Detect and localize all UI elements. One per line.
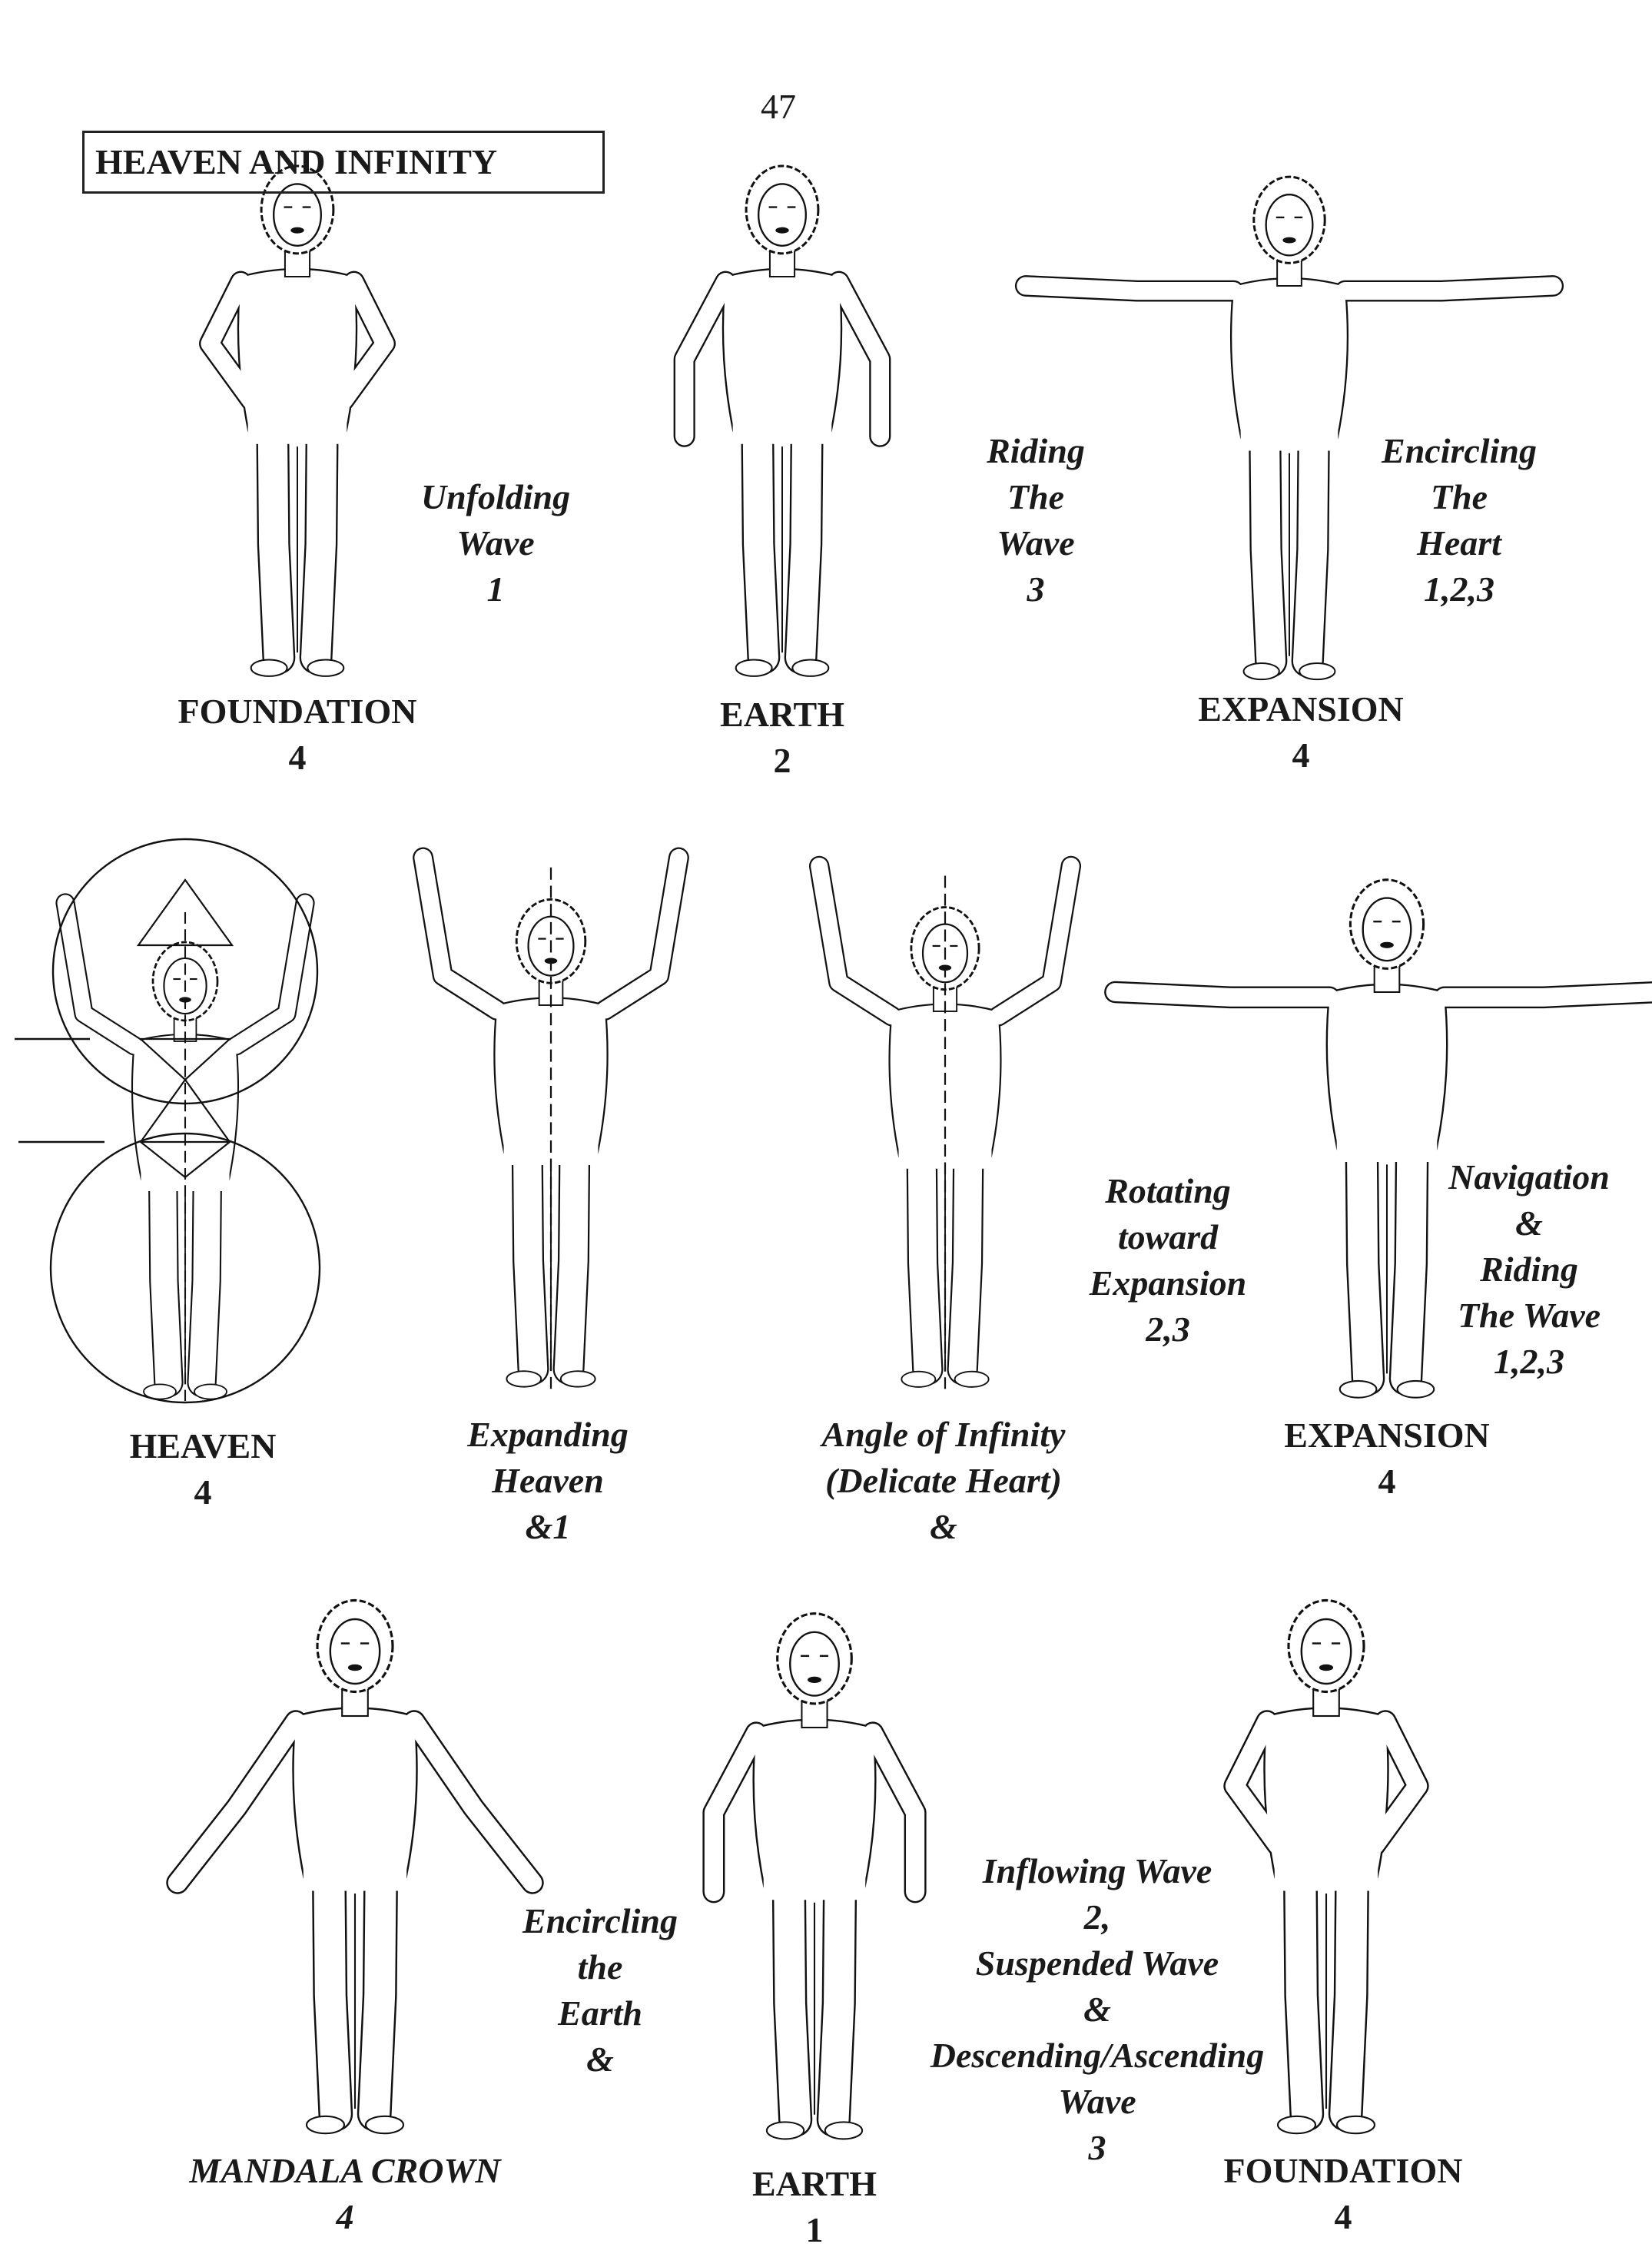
figure-expansion-mid [1104,878,1652,1399]
figure-mandala-crown [166,1598,544,2135]
figure-expansion-top [1014,175,1564,681]
figure-earth-bottom [702,1612,927,2140]
heaven-geometry [136,878,234,1179]
heaven-upper-circle [51,838,319,1105]
figure-heaven [55,893,315,1401]
figure-foundation-bottom [1223,1598,1429,2135]
figure-foundation-top [199,164,396,677]
caption-angle-of-infinity: Angle of Infinity(Delicate Heart)& [821,1415,1066,1546]
figure-angle-of-infinity [808,855,1082,1389]
heaven-lower-circle [49,1132,321,1404]
figure-expanding-heaven [413,847,689,1389]
section-title: HEAVEN AND INFINITY [82,131,605,194]
page-number: 47 [761,87,796,126]
figure-earth-top [673,164,891,677]
